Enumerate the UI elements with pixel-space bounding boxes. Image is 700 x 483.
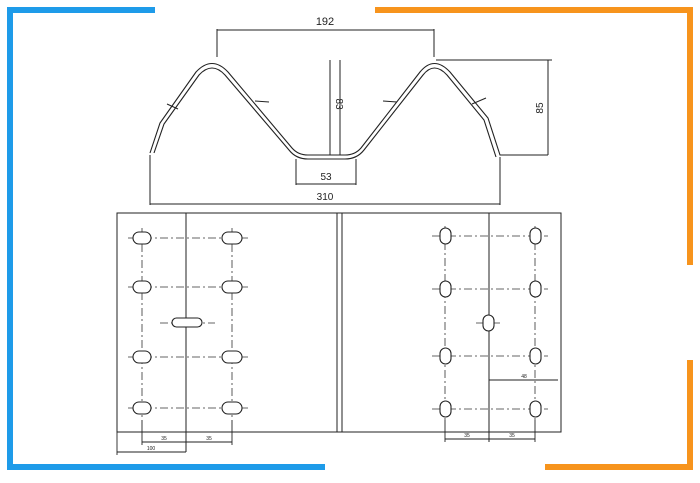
dim-right-side: 48 — [521, 374, 527, 380]
frame-accents — [7, 7, 693, 470]
profile-tick — [254, 100, 270, 103]
profile-inner-line — [153, 67, 497, 160]
dim-inner-depth-label: 83 — [333, 98, 344, 110]
dim-crest-pitch-label: 192 — [316, 16, 334, 28]
dim-right-sub-b: 35 — [509, 433, 515, 439]
slot-hole — [221, 350, 243, 364]
slot-hole — [482, 314, 495, 332]
slot-hole — [132, 401, 152, 415]
plan-dimensions — [116, 379, 558, 455]
dim-overall-width-label: 310 — [317, 192, 334, 203]
profile-dimension-labels: 192 83 85 53 310 — [316, 16, 546, 203]
plan-dimension-labels: 35 35 100 35 35 48 — [147, 374, 527, 452]
profile-tick — [382, 100, 398, 103]
slot-hole — [221, 280, 243, 294]
long-slot-hole — [171, 317, 203, 328]
slot-hole — [529, 347, 542, 365]
slot-hole — [439, 227, 452, 245]
left-holes — [132, 231, 243, 415]
slot-hole — [529, 227, 542, 245]
profile-tick — [166, 103, 179, 110]
profile-tick — [471, 97, 487, 105]
dim-left-sub-b: 35 — [206, 436, 212, 442]
slot-hole — [529, 400, 542, 418]
slot-hole — [529, 280, 542, 298]
profile-outer-line — [149, 62, 548, 156]
right-holes — [439, 227, 542, 418]
slot-hole — [132, 350, 152, 364]
accent-top-right — [375, 7, 693, 265]
slot-hole — [132, 231, 152, 245]
slot-hole — [221, 231, 243, 245]
slot-hole — [439, 400, 452, 418]
slot-hole — [132, 280, 152, 294]
dim-right-sub-a: 35 — [464, 433, 470, 439]
plan-outline — [116, 212, 562, 433]
slot-hole — [439, 280, 452, 298]
profile-section — [149, 29, 552, 205]
slot-hole — [221, 401, 243, 415]
plan-view — [116, 212, 562, 452]
dim-left-total: 100 — [147, 446, 156, 452]
dim-left-sub-a: 35 — [161, 436, 167, 442]
slot-hole — [439, 347, 452, 365]
dim-overall-height-label: 85 — [535, 102, 546, 114]
accent-top-left — [7, 7, 155, 470]
dim-valley-width-label: 53 — [320, 172, 332, 183]
